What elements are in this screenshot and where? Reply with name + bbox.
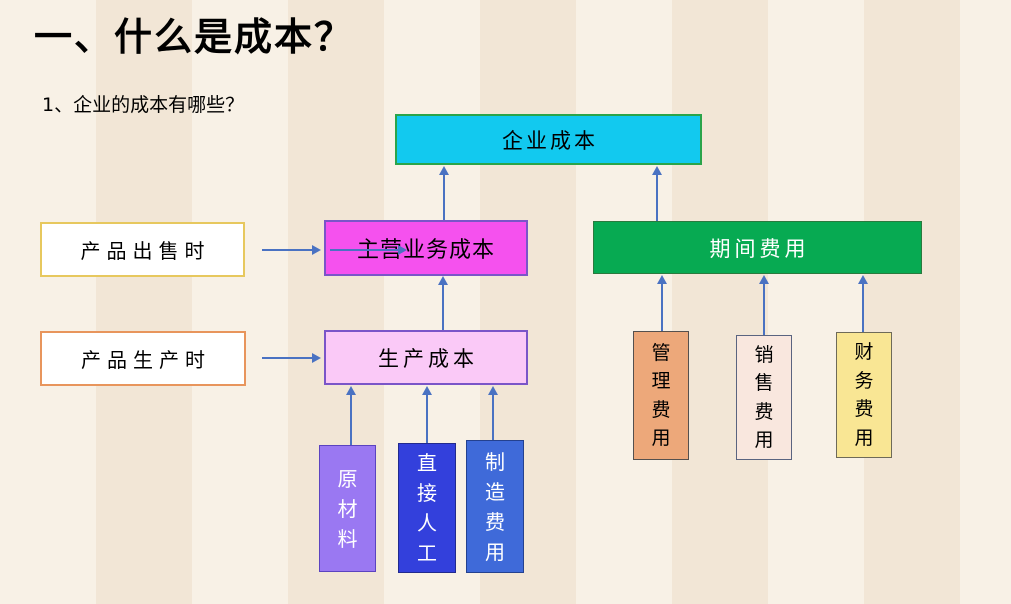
node-finance-expense-label: 财务费用 xyxy=(854,341,874,449)
node-direct-labor-label: 直接人工 xyxy=(417,451,437,565)
arrow-product-producing-to-production-cost xyxy=(262,353,321,363)
node-admin-expense: 管理费用 xyxy=(633,331,689,460)
arrow-finance-to-period-expense xyxy=(858,275,868,332)
arrow-selling-to-period-expense xyxy=(759,275,769,335)
node-admin-expense-label: 管理费用 xyxy=(651,341,671,450)
node-product-producing: 产品生产时 xyxy=(40,331,246,386)
arrow-admin-to-period-expense xyxy=(657,275,667,331)
node-production-cost-label: 生产成本 xyxy=(378,346,478,371)
node-direct-labor: 直接人工 xyxy=(398,443,456,573)
node-period-expense: 期间费用 xyxy=(593,221,922,274)
node-enterprise-cost: 企业成本 xyxy=(395,114,702,165)
node-main-business-cost: 主营业务成本 xyxy=(324,220,528,276)
slide-subtitle: 1、企业的成本有哪些？ xyxy=(42,94,245,116)
node-main-business-cost-label: 主营业务成本 xyxy=(356,238,495,263)
node-selling-expense: 销售费用 xyxy=(736,335,792,460)
arrow-product-sold-inner-segment xyxy=(330,245,407,255)
node-product-producing-label: 产品生产时 xyxy=(81,348,211,372)
node-product-sold: 产品出售时 xyxy=(40,222,245,277)
slide-title: 一、什么是成本？ xyxy=(34,15,355,59)
arrow-period-expense-to-enterprise xyxy=(652,166,662,221)
node-product-sold-label: 产品出售时 xyxy=(80,239,211,263)
arrow-raw-material-to-production-cost xyxy=(346,386,356,445)
node-raw-material-label: 原材料 xyxy=(337,466,358,551)
arrow-manufacturing-to-production-cost xyxy=(488,386,498,440)
node-production-cost: 生产成本 xyxy=(324,330,528,385)
arrow-production-cost-to-main-business xyxy=(438,276,448,330)
node-selling-expense-label: 销售费用 xyxy=(754,343,774,452)
arrow-product-sold-to-main-business xyxy=(262,245,321,255)
node-raw-material: 原材料 xyxy=(319,445,376,572)
node-manufacturing-expense-label: 制造费用 xyxy=(485,449,505,564)
arrow-main-business-to-enterprise xyxy=(439,166,449,220)
arrow-direct-labor-to-production-cost xyxy=(422,386,432,443)
node-period-expense-label: 期间费用 xyxy=(709,236,810,261)
node-finance-expense: 财务费用 xyxy=(836,332,892,458)
node-enterprise-cost-label: 企业成本 xyxy=(502,128,598,153)
node-manufacturing-expense: 制造费用 xyxy=(466,440,524,573)
